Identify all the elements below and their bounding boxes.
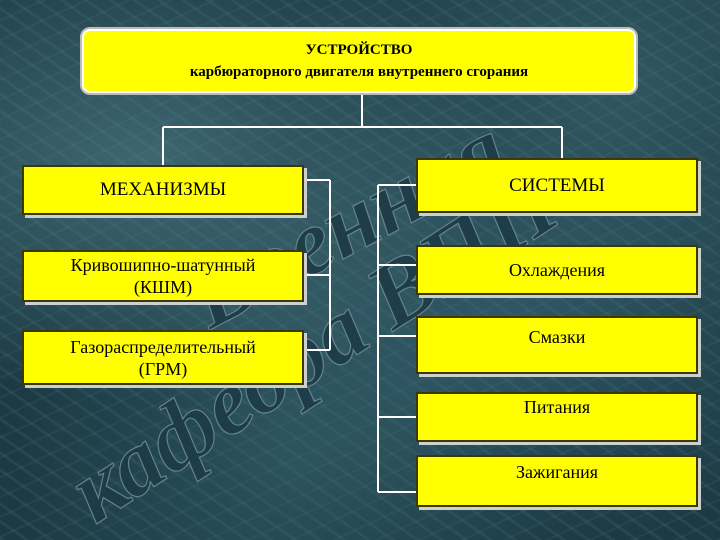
title-line2: карбюраторного двигателя внутреннего сго… [189, 64, 529, 80]
system-box-fuel: Питания [416, 392, 698, 442]
title-line1: УСТРОЙСТВО [305, 42, 413, 58]
system-lubrication: Смазки [528, 327, 586, 347]
title-box: УСТРОЙСТВО карбюраторного двигателя внут… [80, 27, 638, 95]
system-cooling: Охлаждения [508, 260, 606, 280]
mechanisms-title: МЕХАНИЗМЫ [99, 179, 227, 200]
mechanism-kshm-line1: Кривошипно-шатунный [70, 255, 256, 275]
mechanism-kshm-line2: (КШМ) [133, 277, 193, 297]
mechanisms-title-box: МЕХАНИЗМЫ [22, 165, 304, 215]
system-box-ignition: Зажигания [416, 455, 698, 507]
systems-title-box: СИСТЕМЫ [416, 158, 698, 213]
system-ignition: Зажигания [516, 462, 598, 482]
mechanism-box-grm: Газораспределительный (ГРМ) [22, 330, 304, 385]
mechanism-box-kshm: Кривошипно-шатунный (КШМ) [22, 250, 304, 302]
mechanism-grm-line1: Газораспределительный [70, 336, 256, 357]
systems-title: СИСТЕМЫ [509, 174, 605, 196]
system-box-lubrication: Смазки [416, 316, 698, 374]
mechanism-grm-line2: (ГРМ) [138, 358, 188, 379]
system-fuel: Питания [523, 397, 591, 417]
system-box-cooling: Охлаждения [416, 245, 698, 295]
